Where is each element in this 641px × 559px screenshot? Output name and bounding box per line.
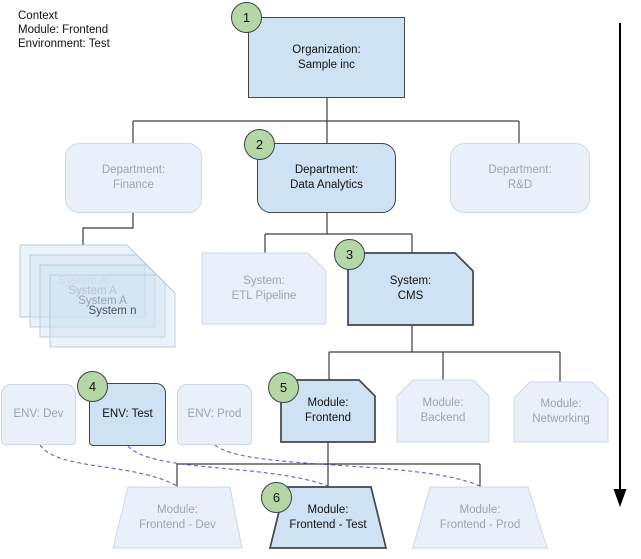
step-badge-6: 6 [261,482,292,513]
node-deployment-frontend-dev-label: Module: Frontend - Dev [139,503,216,531]
node-module-backend: Module: Backend [396,379,490,443]
deployment-frontend-prod-shape [412,486,548,549]
module-networking-shape [513,381,609,443]
node-env-dev: ENV: Dev [1,384,76,445]
system-stack-label-3: System A [78,295,127,307]
etl-pipeline-shape [201,252,327,325]
step-badge-3: 3 [334,239,365,270]
context-module-line: Module: Frontend [18,24,109,36]
node-department-rnd: Department: R&D [450,143,590,213]
node-system-etl-pipeline-label: System: ETL Pipeline [231,274,297,302]
node-department-data-analytics: Department: Data Analytics [257,143,396,213]
node-deployment-frontend-prod: Module: Frontend - Prod [412,486,548,549]
node-module-backend-label: Module: Backend [420,397,466,424]
node-deployment-frontend-test-label: Module: Frontend - Test [289,503,367,531]
system-stack-label-4: System n [88,305,137,317]
node-module-networking: Module: Networking [513,381,609,443]
node-system-etl-pipeline: System: ETL Pipeline [201,252,327,325]
node-system-stack: System A System A System A System n [19,244,176,348]
context-heading: Context [18,10,58,22]
node-env-test-label: ENV: Test [102,408,153,420]
node-system-cms: System: CMS [347,252,474,326]
node-module-frontend-label: Module: Frontend [304,397,352,424]
node-deployment-frontend-prod-label: Module: Frontend - Prod [439,503,521,531]
step-badge-4: 4 [77,371,108,402]
node-department-finance-label: Department: Finance [101,164,166,191]
node-department-finance: Department: Finance [65,143,202,213]
node-department-data-analytics-label: Department: Data Analytics [290,164,363,191]
system-stack-card-2 [29,254,156,328]
system-stack-card-1 [19,244,146,318]
step-badge-1: 1 [231,2,262,33]
node-organization: Organization: Sample inc [248,17,405,98]
node-module-networking-label: Module: Networking [532,398,590,425]
env-deployment-dashed-links [39,444,481,487]
context-environment-line: Environment: Test [18,38,110,50]
cms-shape [347,252,474,326]
system-stack-card-4 [49,274,176,348]
tree-connector-lines [82,98,561,487]
node-module-frontend: Module: Frontend [280,379,376,443]
system-stack-label-2: System A [68,285,117,297]
node-env-dev-label: ENV: Dev [13,408,64,420]
node-env-prod-label: ENV: Prod [187,408,242,420]
node-organization-label: Organization: Sample inc [292,43,361,71]
node-deployment-frontend-dev: Module: Frontend - Dev [112,486,243,549]
system-stack-card-3 [39,264,166,338]
step-badge-5: 5 [268,372,299,403]
step-badge-2: 2 [244,129,275,160]
context-block: Context Module: Frontend Environment: Te… [18,9,110,51]
deployment-frontend-dev-shape [112,486,243,549]
node-deployment-frontend-test: Module: Frontend - Test [268,486,388,549]
deployment-frontend-test-shape [268,486,388,549]
system-stack-label-1: System A [58,275,107,287]
module-backend-shape [396,379,490,443]
node-env-prod: ENV: Prod [177,384,252,445]
node-department-rnd-label: Department: R&D [488,164,552,191]
down-arrowhead-icon [613,489,627,507]
node-system-cms-label: System: CMS [389,275,432,302]
